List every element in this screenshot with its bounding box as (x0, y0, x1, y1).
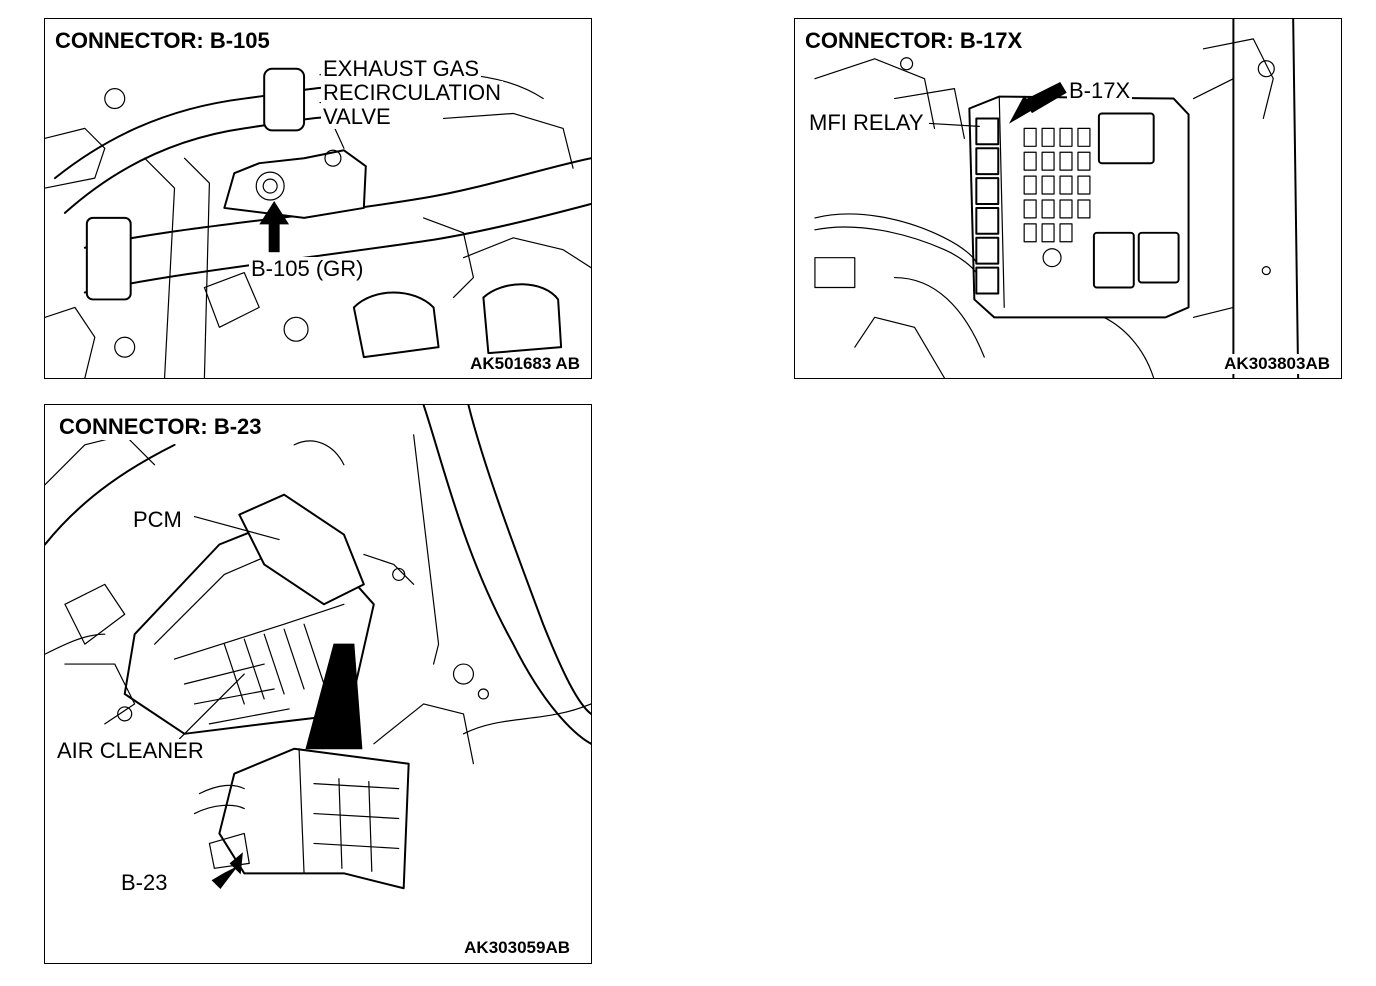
fuse-grid (1023, 127, 1091, 243)
panel-title: CONNECTOR: B-23 (55, 414, 266, 440)
egr-valve-body (223, 149, 367, 219)
pipe-clamp (85, 216, 132, 301)
pcm-unit (238, 493, 365, 606)
panel-title: CONNECTOR: B-105 (51, 28, 274, 54)
b23-pointer-arrow-head (229, 852, 243, 875)
b23-pointer-arrow-shaft (211, 866, 237, 890)
figure-code: AK303803AB (1221, 354, 1333, 374)
connector-b17x-panel: CONNECTOR: B-17X B-17X MFI RELAY AK30380… (794, 18, 1342, 379)
inset-pointer-wedge (305, 643, 363, 750)
b105-pointer-arrow-head (259, 201, 290, 225)
egr-label-line2: RECIRCULATION (321, 80, 504, 105)
air-cleaner-label: AIR CLEANER (55, 738, 206, 763)
b17x-pointer-arrow-shaft (1023, 81, 1067, 114)
connector-b17x-label: B-17X (1067, 78, 1133, 103)
panel-title: CONNECTOR: B-17X (801, 28, 1027, 54)
connector-b23-panel: CONNECTOR: B-23 PCM AIR CLEANER B-23 AK3… (44, 404, 592, 964)
figure-code: AK303059AB (461, 938, 573, 958)
relay-box-illustration (814, 19, 1300, 378)
egr-valve-engine-illustration (45, 67, 591, 378)
pcm-label: PCM (131, 507, 184, 532)
pcm-air-cleaner-illustration (45, 405, 591, 890)
figure-code: AK501683 AB (467, 354, 583, 374)
b105-pointer-arrow-shaft (268, 221, 280, 253)
egr-label-line1: EXHAUST GAS (321, 56, 482, 81)
pcm-closeup (218, 747, 410, 890)
egr-label-line3: VALVE (321, 104, 393, 129)
connector-b105-panel: CONNECTOR: B-105 EXHAUST GAS RECIRCULATI… (44, 18, 592, 379)
connector-b105-label: B-105 (GR) (249, 256, 366, 281)
mfi-relay-label: MFI RELAY (807, 110, 926, 135)
connector-b23-label: B-23 (119, 870, 170, 895)
